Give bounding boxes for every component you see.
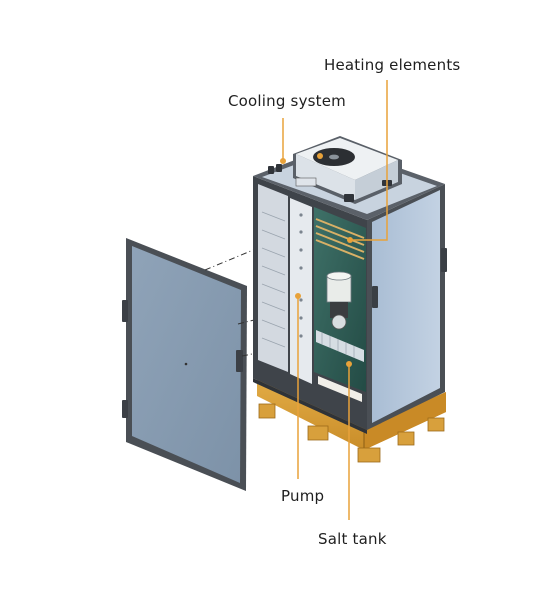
salt-tank-grating	[316, 330, 364, 402]
label-cooling-system: Cooling system	[228, 92, 346, 110]
pump-unit	[326, 271, 352, 330]
pallet-base	[257, 376, 446, 463]
heating-element-rods	[315, 218, 365, 260]
leader-lines	[282, 80, 388, 520]
label-pump: Pump	[281, 487, 325, 505]
label-salt-tank: Salt tank	[318, 530, 387, 548]
label-heating-elements: Heating elements	[324, 56, 461, 74]
leader-dots	[280, 158, 353, 367]
door-panel	[122, 238, 247, 491]
cooling-unit	[268, 136, 402, 204]
